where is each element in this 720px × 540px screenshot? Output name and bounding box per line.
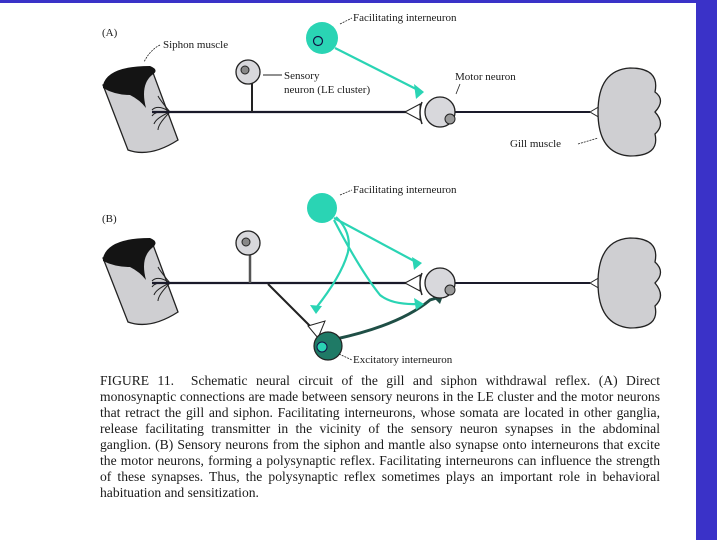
caption-text: Schematic neural circuit of the gill and…	[100, 373, 660, 500]
facilitating-interneuron-a	[306, 22, 424, 99]
gill-muscle-label-a: Gill muscle	[510, 138, 561, 150]
facilitating-interneuron-label-a: Facilitating interneuron	[353, 12, 457, 24]
gill-muscle-b	[589, 237, 662, 329]
siphon-muscle-label-a: Siphon muscle	[163, 39, 228, 51]
figure-label: FIGURE 11.	[100, 373, 175, 388]
motor-neuron-a	[419, 96, 590, 128]
figure-caption: FIGURE 11. Schematic neural circuit of t…	[100, 373, 660, 501]
panel-a-label: (A)	[102, 27, 118, 39]
siphon-muscle-b	[102, 238, 179, 326]
motor-neuron-b	[419, 267, 590, 299]
excitatory-interneuron-label-b: Excitatory interneuron	[353, 354, 453, 366]
sensory-neuron-label-line1: Sensory	[284, 70, 320, 82]
motor-neuron-label-a: Motor neuron	[455, 71, 516, 83]
facilitating-interneuron-label-b: Facilitating interneuron	[353, 184, 457, 196]
top-frame-bar	[0, 0, 720, 3]
neural-circuit-figure: (A) Siphon muscle Sensory neuron (LE	[102, 12, 662, 366]
siphon-muscle-a	[102, 66, 179, 154]
sensory-neuron-a	[235, 59, 261, 112]
facilitating-interneuron-b	[307, 193, 424, 314]
right-frame-edge	[717, 0, 720, 540]
sensory-neuron-label-line2: neuron (LE cluster)	[284, 84, 370, 96]
panel-b: (B)	[102, 184, 662, 366]
sensory-terminal-b	[403, 274, 421, 292]
excitatory-interneuron-b	[313, 293, 444, 361]
sensory-neuron-b	[235, 230, 261, 283]
sensory-terminal-a	[403, 103, 421, 121]
panel-b-label: (B)	[102, 213, 117, 225]
sensory-branch-b	[267, 283, 313, 329]
right-frame-bar	[696, 0, 717, 540]
gill-muscle-a	[589, 67, 662, 157]
panel-a: (A) Siphon muscle Sensory neuron (LE	[102, 12, 662, 157]
